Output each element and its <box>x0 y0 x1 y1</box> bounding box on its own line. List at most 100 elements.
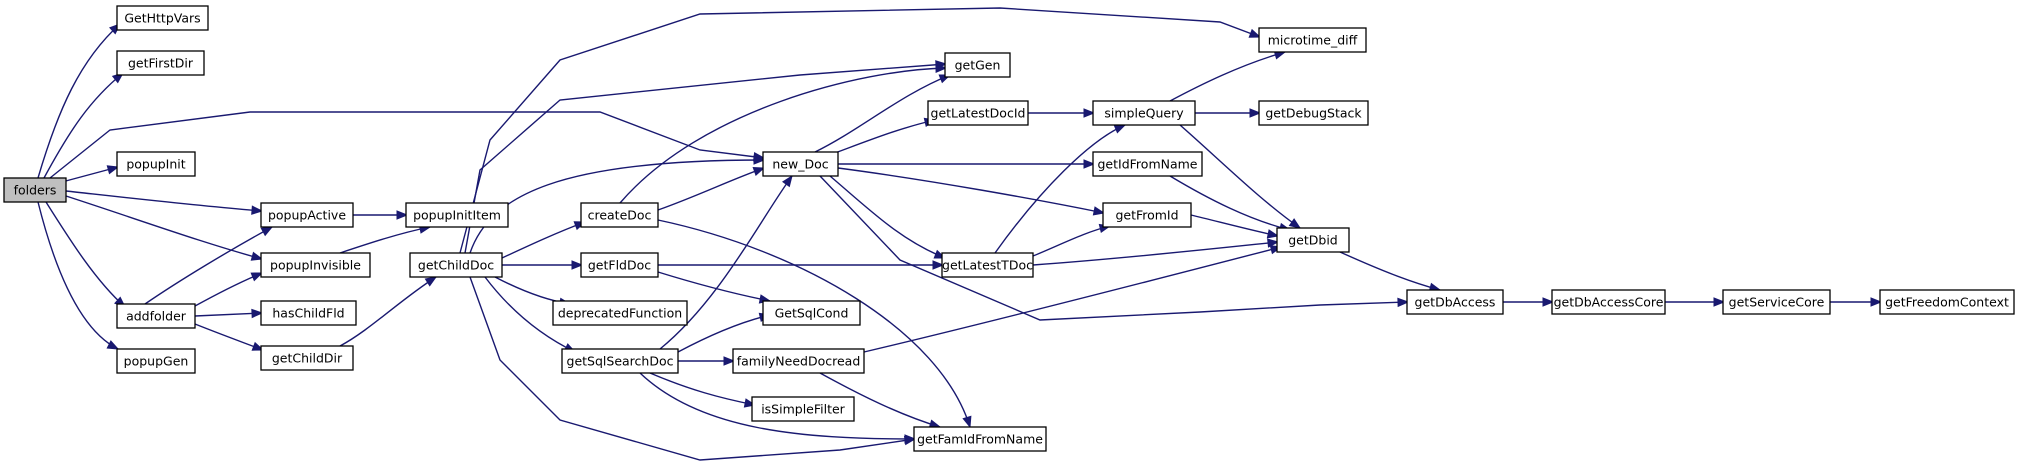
node-box <box>260 252 371 278</box>
node-box <box>1406 289 1504 315</box>
edge-new-doc-to-get-latest-tdoc <box>829 175 947 259</box>
node-label: getFirstDir <box>128 56 194 71</box>
node-get-dbid[interactable]: getDbid <box>1276 227 1350 253</box>
edge-addfolder-to-get-child-dir <box>194 323 265 351</box>
arrowhead <box>935 63 948 73</box>
arrowhead <box>1113 124 1127 134</box>
node-label: getChildDoc <box>418 258 494 273</box>
node-get-http-vars[interactable]: GetHttpVars <box>116 5 209 31</box>
arrowhead <box>250 272 264 282</box>
arrowhead <box>932 260 945 270</box>
node-addfolder[interactable]: addfolder <box>116 303 196 329</box>
edge-line <box>1339 251 1441 291</box>
node-box <box>751 396 855 422</box>
node-folders[interactable]: folders <box>3 177 67 203</box>
node-new-doc[interactable]: new_Doc <box>762 151 839 177</box>
edge-get-latest-tdoc-to-get-dbid <box>1032 238 1280 266</box>
arrowhead <box>1870 297 1883 307</box>
node-get-debug-stack[interactable]: getDebugStack <box>1258 100 1369 126</box>
edge-line <box>65 195 263 260</box>
node-box <box>1258 100 1369 126</box>
node-box <box>580 252 659 278</box>
arrowhead <box>1248 28 1262 38</box>
node-get-first-dir[interactable]: getFirstDir <box>116 50 205 76</box>
node-create-doc[interactable]: createDoc <box>580 202 659 228</box>
arrowhead <box>106 165 120 175</box>
node-get-latest-doc-id[interactable]: getLatestDocId <box>927 100 1029 126</box>
node-get-sql-cond[interactable]: GetSqlCond <box>762 300 861 326</box>
edge-folders-to-popup-invisible <box>65 195 264 261</box>
edge-folders-to-popup-gen <box>37 201 120 350</box>
node-get-service-core[interactable]: getServiceCore <box>1722 289 1831 315</box>
edge-line <box>469 159 765 254</box>
edge-folders-to-popup-active <box>65 190 264 215</box>
node-get-latest-tdoc[interactable]: getLatestTDoc <box>941 252 1034 278</box>
edge-line <box>339 276 437 347</box>
edge-create-doc-to-get-gen <box>619 63 948 204</box>
edge-get-child-doc-to-create-doc <box>501 221 587 259</box>
node-microtime-diff[interactable]: microtime_diff <box>1258 27 1367 53</box>
edge-get-child-dir-to-get-child-doc <box>339 276 438 347</box>
node-label: popupGen <box>124 354 189 369</box>
edge-line <box>994 124 1126 254</box>
node-label: simpleQuery <box>1104 106 1184 121</box>
node-get-freedom-context[interactable]: getFreedomContext <box>1879 289 2015 315</box>
node-get-from-id[interactable]: getFromId <box>1102 202 1192 228</box>
node-get-child-doc[interactable]: getChildDoc <box>409 252 503 278</box>
arrowhead <box>260 226 274 237</box>
edge-line <box>37 201 119 350</box>
arrowhead <box>1397 297 1410 308</box>
edge-line <box>677 314 771 353</box>
edge-folders-to-popup-init <box>61 165 120 183</box>
node-box <box>260 345 354 371</box>
node-popup-init-item[interactable]: popupInitItem <box>405 202 509 228</box>
node-family-need-docread[interactable]: familyNeedDocread <box>732 348 865 374</box>
edge-get-fld-doc-to-get-sql-cond <box>657 271 772 304</box>
node-popup-init[interactable]: popupInit <box>116 151 196 177</box>
arrowhead <box>250 251 264 261</box>
node-box <box>409 252 503 278</box>
node-get-child-dir[interactable]: getChildDir <box>260 345 354 371</box>
arrowhead <box>1267 238 1280 248</box>
edge-line <box>619 67 947 204</box>
node-popup-active[interactable]: popupActive <box>260 202 354 228</box>
node-popup-gen[interactable]: popupGen <box>116 348 196 374</box>
node-get-gen[interactable]: getGen <box>944 52 1011 78</box>
node-is-simple-filter[interactable]: isSimpleFilter <box>751 396 855 422</box>
node-label: popupInitItem <box>413 208 501 223</box>
node-popup-invisible[interactable]: popupInvisible <box>260 252 371 278</box>
node-get-sql-search-doc[interactable]: getSqlSearchDoc <box>561 348 679 374</box>
edge-line <box>657 167 765 211</box>
edge-line <box>863 246 1282 353</box>
arrowhead <box>1083 108 1096 118</box>
edge-new-doc-to-get-latest-doc-id <box>834 117 937 154</box>
node-box <box>913 426 1047 452</box>
nodes-layer: folders GetHttpVars getFirstDir popupInit ad… <box>3 5 2015 452</box>
node-label: getDebugStack <box>1265 106 1362 121</box>
edge-line <box>657 219 971 428</box>
node-box <box>116 151 196 177</box>
edge-create-doc-to-new-doc <box>657 167 766 211</box>
edge-popup-active-to-popup-init-item <box>353 210 409 220</box>
node-get-db-access-core[interactable]: getDbAccessCore <box>1551 289 1666 315</box>
node-label: createDoc <box>588 208 652 223</box>
node-label: getIdFromName <box>1098 157 1198 172</box>
arrowhead <box>251 205 264 215</box>
edge-get-latest-doc-id-to-simple-query <box>1028 108 1096 118</box>
node-simple-query[interactable]: simpleQuery <box>1092 100 1196 126</box>
node-deprecated-function[interactable]: deprecatedFunction <box>552 300 688 326</box>
node-get-id-from-name[interactable]: getIdFromName <box>1092 151 1203 177</box>
node-label: popupActive <box>268 208 346 223</box>
node-label: folders <box>14 183 57 198</box>
edge-line <box>49 111 765 179</box>
node-get-fld-doc[interactable]: getFldDoc <box>580 252 659 278</box>
node-label: familyNeedDocread <box>737 354 861 369</box>
arrowhead <box>424 276 438 287</box>
node-get-db-access[interactable]: getDbAccess <box>1406 289 1504 315</box>
node-get-fam-id-from-name[interactable]: getFamIdFromName <box>913 426 1047 452</box>
edge-line <box>1169 51 1286 102</box>
node-has-child-fld[interactable]: hasChildFld <box>260 300 357 326</box>
edge-line <box>1032 225 1111 257</box>
arrowhead <box>904 434 917 444</box>
